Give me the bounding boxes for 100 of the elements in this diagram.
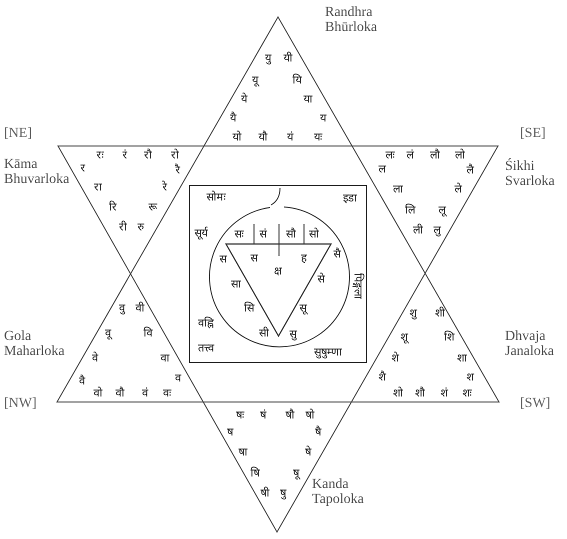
syllable-label: वो <box>94 388 102 398</box>
syllable-label: वै <box>79 376 85 386</box>
syllable-label: षु <box>280 488 286 498</box>
syllable-label: यं <box>287 132 293 142</box>
syllable-label: वं <box>142 388 148 398</box>
syllable-label: ह <box>301 252 307 264</box>
syllable-label: रौ <box>144 150 152 160</box>
syllable-label: ले <box>454 184 462 194</box>
syllable-label: व <box>175 372 181 384</box>
syllable-label: षा <box>238 446 248 458</box>
syllable-label: सः <box>234 228 244 240</box>
syllable-label: वा <box>160 352 170 364</box>
syllable-label: षे <box>305 446 311 458</box>
syllable-label: रु <box>138 222 144 232</box>
syllable-label: लं <box>406 150 414 160</box>
syllable-label: रः <box>96 150 104 160</box>
syllable-label: लौ <box>430 150 440 160</box>
syllable-label: यो <box>232 132 242 142</box>
syllable-label: षौ <box>286 410 294 420</box>
syllable-label: यौ <box>258 132 268 142</box>
syllable-label: वः <box>163 388 171 398</box>
syllable-label: शौ <box>415 388 425 398</box>
syllable-label: शे <box>392 352 398 364</box>
syllable-label: रं <box>122 150 128 160</box>
syllable-label: यः <box>314 132 322 142</box>
syllable-label: षः <box>236 410 244 420</box>
syllable-label: षू <box>293 468 299 478</box>
syllable-label: यू <box>252 74 258 86</box>
syllable-label: षि <box>250 468 260 478</box>
syllable-label: षै <box>315 426 321 438</box>
syllable-label: यी <box>284 52 292 64</box>
syllable-label: शि <box>444 332 454 342</box>
syllable-label: सो <box>309 228 319 240</box>
syllable-label: षं <box>260 410 266 420</box>
syllable-label: य <box>320 112 326 124</box>
syllable-label: वे <box>92 352 98 364</box>
syllable-label: या <box>304 94 312 104</box>
direction-label: [SE] <box>520 126 546 142</box>
syllable-label: शी <box>435 308 445 318</box>
channel-label: सुषुम्णा <box>314 346 342 358</box>
syllable-label: शो <box>393 388 403 398</box>
syllable-label: वु <box>119 302 125 314</box>
syllable-label: सा <box>231 278 241 290</box>
syllable-label: सू <box>300 302 306 314</box>
syllable-label: रू <box>148 202 158 212</box>
syllable-label: रै <box>176 164 180 176</box>
syllable-label: लो <box>455 150 465 160</box>
syllable-label: लै <box>466 164 474 176</box>
syllable-label: शं <box>440 388 448 398</box>
syllable-label: सी <box>259 328 269 338</box>
syllable-label: री <box>119 222 127 232</box>
direction-label: [NW] <box>4 396 37 412</box>
syllable-label: वी <box>136 302 144 314</box>
syllable-label: ली <box>413 224 423 236</box>
syllable-label: यै <box>230 112 236 124</box>
direction-label: [SW] <box>520 396 550 412</box>
syllable-label: वू <box>105 328 111 338</box>
syllable-label: षी <box>260 488 270 498</box>
syllable-label: सं <box>260 228 266 240</box>
syllable-label: यु <box>265 52 271 64</box>
syllable-label: रे <box>162 182 168 192</box>
syllable-label: र <box>80 162 86 174</box>
syllable-label: यि <box>292 74 302 86</box>
square-frame <box>189 185 367 363</box>
syllable-label: ये <box>241 94 247 104</box>
channel-label: इडा <box>343 192 357 204</box>
syllable-label: सै <box>334 248 340 260</box>
syllable-label: षो <box>306 410 314 420</box>
region-name: Dhvaja Janaloka <box>505 330 554 360</box>
direction-label: [NE] <box>4 126 32 142</box>
syllable-label: लः <box>386 150 394 160</box>
channel-label: सूर्य <box>194 228 208 238</box>
channel-label: पिङ्गला <box>352 273 364 299</box>
syllable-label: ष <box>227 426 233 438</box>
syllable-label: वि <box>144 328 152 338</box>
syllable-label: स <box>220 254 226 264</box>
syllable-label: शू <box>400 332 408 342</box>
syllable-label: ला <box>393 184 403 194</box>
syllable-label: स <box>250 252 258 264</box>
channel-label: तत्त्व <box>198 342 214 354</box>
syllable-label: सु <box>290 328 296 340</box>
syllable-label: से <box>318 274 324 284</box>
syllable-label: शु <box>410 308 416 318</box>
syllable-label: लि <box>405 204 415 216</box>
syllable-label: सि <box>244 302 254 314</box>
syllable-label: शा <box>457 352 467 364</box>
syllable-label: लु <box>434 224 440 236</box>
syllable-label: शः <box>462 388 472 398</box>
syllable-label: क्ष <box>274 266 282 276</box>
syllable-label: लू <box>438 204 446 216</box>
syllable-label: वौ <box>116 388 124 398</box>
syllable-label: श <box>466 372 474 382</box>
syllable-label: रि <box>109 202 117 212</box>
syllable-label: ल <box>378 164 386 174</box>
region-name: Śikhi Svarloka <box>505 160 555 190</box>
syllable-label: रो <box>171 150 179 160</box>
region-name: Kāma Bhuvarloka <box>4 158 70 188</box>
region-name: Kanda Tapoloka <box>312 478 364 508</box>
region-name: Gola Maharloka <box>4 330 65 360</box>
region-name: Randhra Bhūrloka <box>325 6 378 36</box>
